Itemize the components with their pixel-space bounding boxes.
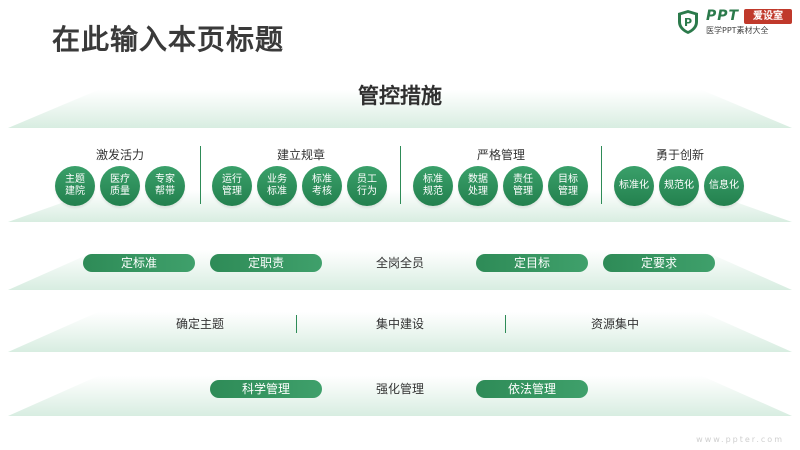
row3-item: 集中建设	[375, 317, 424, 331]
band-circles	[8, 190, 792, 224]
row3-item: 资源集中	[590, 317, 639, 331]
logo-badge: 爱设室	[744, 9, 792, 24]
measure-circle: 医疗 质量	[100, 166, 140, 206]
pill-scientific-management: 科学管理	[210, 380, 322, 398]
measure-circle: 运行 管理	[212, 166, 252, 206]
row3-item: 确定主题	[175, 317, 224, 331]
brand-logo: P PPT 爱设室 医学PPT素材大全	[676, 8, 794, 38]
measure-circle: 责任 管理	[503, 166, 543, 206]
measure-circle: 业务 标准	[257, 166, 297, 206]
measure-circle: 规范化	[659, 166, 699, 206]
section-heading: 管控措施	[358, 84, 442, 108]
group-divider	[200, 146, 201, 204]
pill-define-duty: 定职责	[210, 254, 322, 272]
logo-brand-text: PPT	[706, 8, 740, 24]
row4-center-label: 强化管理	[375, 382, 424, 396]
shield-icon: P	[678, 10, 698, 34]
pill-legal-management: 依法管理	[476, 380, 588, 398]
measure-circle: 标准化	[614, 166, 654, 206]
group-label-strict: 严格管理	[476, 148, 525, 162]
page-title: 在此输入本页标题	[52, 23, 285, 56]
logo-subtitle: 医学PPT素材大全	[706, 26, 769, 35]
measure-circle: 目标 管理	[548, 166, 588, 206]
row2-center-label: 全岗全员	[375, 256, 424, 270]
group-label-vitality: 激发活力	[95, 148, 144, 162]
measure-circle: 数据 处理	[458, 166, 498, 206]
group-label-innovation: 勇于创新	[655, 148, 704, 162]
pill-define-requirement: 定要求	[603, 254, 715, 272]
band-row3	[8, 312, 792, 354]
band-row4	[8, 376, 792, 418]
group-label-rules: 建立规章	[276, 148, 325, 162]
group-divider	[601, 146, 602, 204]
measure-circle: 主题 建院	[55, 166, 95, 206]
row3-divider	[296, 315, 297, 333]
measure-circle: 标准 考核	[302, 166, 342, 206]
measure-circle: 员工 行为	[347, 166, 387, 206]
group-divider	[400, 146, 401, 204]
measure-circle: 专家 帮带	[145, 166, 185, 206]
measure-circle: 信息化	[704, 166, 744, 206]
svg-text:P: P	[684, 16, 692, 29]
watermark: www.ppter.com	[696, 435, 784, 444]
pill-define-standard: 定标准	[83, 254, 195, 272]
band-row2	[8, 250, 792, 292]
pill-define-target: 定目标	[476, 254, 588, 272]
measure-circle: 标准 规范	[413, 166, 453, 206]
row3-divider	[505, 315, 506, 333]
band-top	[8, 90, 792, 130]
